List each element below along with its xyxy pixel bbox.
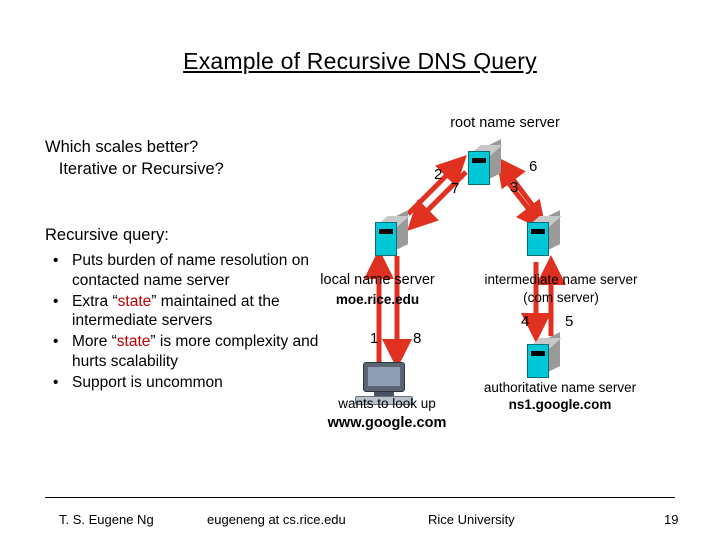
- step-number-7: 7: [451, 180, 460, 197]
- server-slot: [531, 229, 545, 234]
- recursive-query-heading: Recursive query:: [45, 226, 169, 244]
- list-item: • More “state” is more complexity and hu…: [45, 332, 335, 372]
- step-number-3: 3: [510, 179, 519, 196]
- root-name-server-icon: [468, 139, 503, 185]
- bullet-marker-icon: •: [53, 333, 59, 351]
- step-number-4: 4: [521, 313, 530, 330]
- client-request-line-2: www.google.com: [327, 415, 447, 431]
- footer-divider: [45, 497, 675, 498]
- server-face: [468, 151, 490, 185]
- client-request-line-1: wants to look up: [338, 396, 436, 411]
- intermediate-server-label: intermediate name server: [484, 272, 638, 287]
- list-item: • Support is uncommon: [45, 373, 335, 393]
- server-slot: [379, 229, 393, 234]
- bullet-emphasis: state: [117, 292, 152, 310]
- question-line-1: Which scales better?: [45, 138, 199, 156]
- bullet-text: More “: [72, 333, 117, 351]
- recursive-bullet-list: • Puts burden of name resolution on cont…: [45, 251, 335, 394]
- step-number-8: 8: [413, 330, 422, 347]
- bullet-marker-icon: •: [53, 252, 59, 269]
- authoritative-server-host: ns1.google.com: [508, 397, 612, 412]
- bullet-text: Support is uncommon: [72, 373, 223, 391]
- bullet-text: Puts burden of name resolution on contac…: [72, 252, 309, 289]
- footer-page-number: 19: [664, 512, 679, 527]
- client-screen: [368, 367, 400, 386]
- scaling-question: Which scales better? Iterative or Recurs…: [45, 136, 224, 181]
- local-server-label: local name server: [320, 272, 435, 288]
- server-slot: [531, 351, 545, 356]
- local-name-server-icon: [375, 210, 410, 256]
- step-number-2: 2: [434, 166, 443, 183]
- server-face: [527, 344, 549, 378]
- footer-organization: Rice University: [428, 512, 515, 527]
- bullet-text-post: ” is more complexity and hurts scalabili…: [72, 333, 319, 371]
- page-title: Example of Recursive DNS Query: [183, 48, 537, 74]
- root-server-label: root name server: [450, 115, 560, 131]
- footer-email: eugeneng at cs.rice.edu: [207, 512, 346, 527]
- footer-author: T. S. Eugene Ng: [59, 512, 154, 527]
- list-item: • Puts burden of name resolution on cont…: [45, 251, 335, 291]
- client-base: [374, 392, 394, 397]
- client-keyboard: [355, 396, 413, 405]
- authoritative-server-label: authoritative name server: [483, 380, 637, 395]
- step-number-6: 6: [529, 158, 538, 175]
- server-slot: [472, 158, 486, 163]
- list-item: • Extra “state” maintained at the interm…: [45, 292, 335, 332]
- intermediate-name-server-icon: [527, 210, 562, 256]
- bullet-marker-icon: •: [53, 292, 59, 310]
- bullet-text: Extra “: [72, 292, 118, 310]
- question-line-2: Iterative or Recursive?: [58, 160, 224, 179]
- server-face: [375, 222, 397, 256]
- authoritative-name-server-icon: [527, 332, 562, 378]
- step-number-1: 1: [370, 330, 379, 347]
- client-computer-icon: [355, 362, 421, 408]
- client-monitor: [363, 362, 405, 392]
- server-face: [527, 222, 549, 256]
- local-server-host: moe.rice.edu: [335, 292, 420, 307]
- intermediate-server-sublabel: (com server): [523, 290, 599, 305]
- bullet-emphasis: state: [116, 333, 151, 351]
- bullet-marker-icon: •: [53, 373, 59, 391]
- step-number-5: 5: [565, 313, 574, 330]
- bullet-text-post: ” maintained at the intermediate servers: [72, 292, 280, 330]
